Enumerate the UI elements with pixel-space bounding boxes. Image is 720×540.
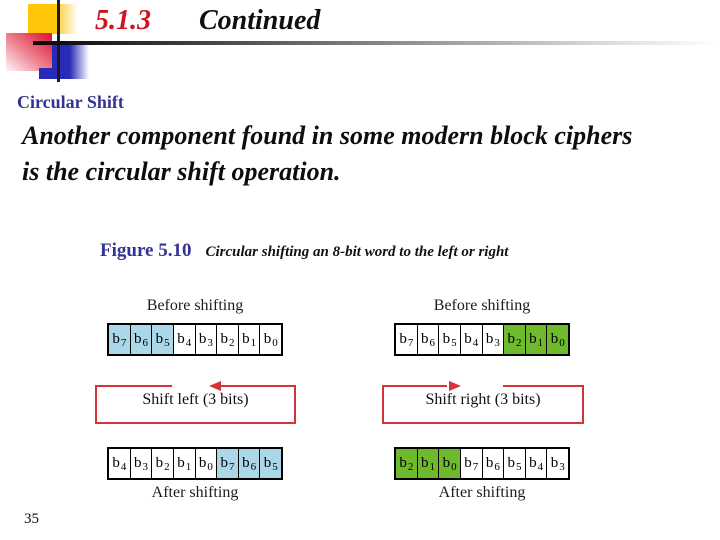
- figure-label: Figure 5.10: [100, 240, 192, 261]
- before-shifting-label-right: Before shifting: [433, 297, 531, 314]
- page-title: Continued: [199, 5, 321, 36]
- figure-caption: Circular shifting an 8-bit word to the l…: [205, 244, 509, 260]
- shift-left-label: Shift left (3 bits): [142, 391, 249, 408]
- logo-yellow-square: [28, 4, 58, 34]
- shift-left-box: Shift left (3 bits): [95, 381, 296, 424]
- body-line-1: Another component found in some modern b…: [22, 121, 633, 150]
- shift-right-label: Shift right (3 bits): [425, 391, 541, 408]
- body-line-2: is the circular shift operation.: [22, 157, 341, 186]
- arrow-right-icon: [449, 381, 462, 391]
- section-heading: Circular Shift: [17, 92, 124, 112]
- shift-right-box: Shift right (3 bits): [382, 381, 584, 424]
- body-text: Another component found in some modern b…: [22, 118, 712, 190]
- arrow-left-icon: [209, 381, 222, 391]
- after-shifting-label-left: After shifting: [151, 484, 239, 501]
- arrow-line-segment: [221, 385, 296, 387]
- logo-blue-notch: [39, 68, 53, 79]
- arrow-line-segment: [502, 385, 584, 387]
- section-number: 5.1.3: [95, 5, 151, 36]
- arrow-line-segment: [382, 385, 448, 387]
- arrow-line-segment: [95, 385, 172, 387]
- figure-caption-line: Figure 5.10 Circular shifting an 8-bit w…: [100, 240, 508, 262]
- logo-yellow-fade: [58, 4, 80, 34]
- header-rule-line: [33, 41, 720, 45]
- after-shifting-label-right: After shifting: [438, 484, 526, 501]
- before-shifting-label-left: Before shifting: [146, 297, 244, 314]
- page-number: 35: [24, 511, 39, 527]
- logo-red-square: [6, 33, 52, 71]
